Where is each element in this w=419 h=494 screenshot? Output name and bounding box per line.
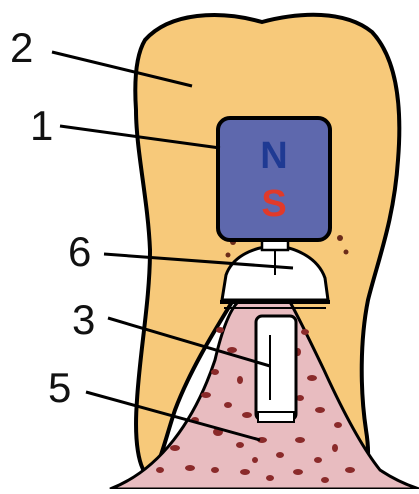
implant-thread <box>258 412 294 422</box>
implant-post <box>256 316 296 420</box>
magnet-north-label: N <box>260 135 287 177</box>
label-3: 3 <box>72 296 95 343</box>
magnet-south-label: S <box>261 183 286 225</box>
label-2: 2 <box>10 24 33 71</box>
label-6: 6 <box>68 228 91 275</box>
label-1: 1 <box>30 102 53 149</box>
label-5: 5 <box>48 364 71 411</box>
